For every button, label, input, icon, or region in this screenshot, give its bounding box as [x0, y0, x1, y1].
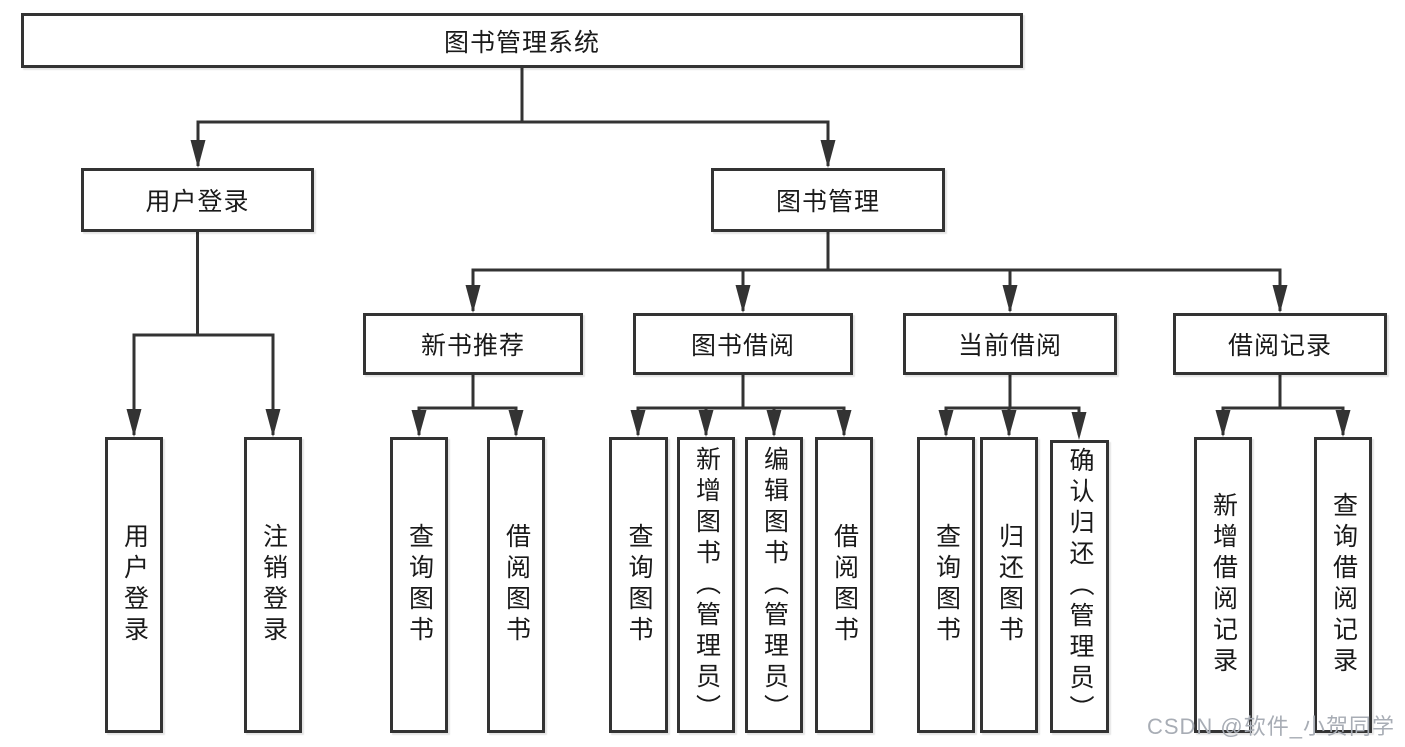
- arrow-down-icon: [1335, 410, 1351, 437]
- leaf-cb-return-books-label: 归还图书: [995, 523, 1024, 647]
- arrow-down-icon: [630, 410, 646, 437]
- node-borrowing-records: 借阅记录: [1173, 313, 1387, 375]
- connector-line: [471, 232, 1282, 311]
- node-borrowing-records-label: 借阅记录: [1227, 332, 1332, 360]
- arrow-down-icon: [411, 410, 427, 437]
- arrow-down-icon: [820, 140, 836, 168]
- node-user-login-label: 用户登录: [145, 188, 250, 216]
- leaf-bb-edit-books-admin: 编辑图书（管理员）: [745, 437, 803, 733]
- arrow-down-icon: [126, 409, 142, 437]
- leaf-bb-add-books-admin-label: 新增图书（管理员）: [692, 445, 721, 725]
- leaf-nb-borrow-books-label: 借阅图书: [502, 523, 531, 647]
- arrow-down-icon: [766, 410, 782, 437]
- arrow-down-icon: [735, 285, 751, 313]
- node-book-borrowing-label: 图书借阅: [690, 332, 795, 360]
- leaf-nb-borrow-books: 借阅图书: [487, 437, 545, 733]
- node-user-login: 用户登录: [81, 168, 314, 232]
- arrow-down-icon: [265, 409, 281, 437]
- arrow-down-icon: [1001, 410, 1017, 437]
- arrow-down-icon: [508, 410, 524, 437]
- leaf-nb-query-books: 查询图书: [390, 437, 448, 733]
- arrow-down-icon: [836, 410, 852, 437]
- leaf-cb-query-books-label: 查询图书: [932, 523, 961, 647]
- leaf-br-query-record: 查询借阅记录: [1314, 437, 1372, 733]
- leaf-logout-label: 注销登录: [259, 523, 288, 647]
- connector-line: [944, 375, 1081, 435]
- arrow-down-icon: [190, 140, 206, 168]
- leaf-cb-query-books: 查询图书: [917, 437, 975, 733]
- leaf-bb-borrow-books: 借阅图书: [815, 437, 873, 733]
- watermark: CSDN @软件_小贺同学: [1146, 714, 1395, 739]
- connector-line: [132, 232, 275, 435]
- leaf-cb-confirm-return-admin-label: 确认归还（管理员）: [1066, 447, 1094, 726]
- arrow-down-icon: [698, 410, 714, 437]
- arrow-down-icon: [1071, 412, 1087, 440]
- leaf-br-add-record: 新增借阅记录: [1194, 437, 1252, 733]
- node-book-borrowing: 图书借阅: [633, 313, 853, 375]
- connector-line: [196, 68, 830, 166]
- leaf-user-login: 用户登录: [105, 437, 163, 733]
- connector-line: [1221, 375, 1345, 435]
- node-new-book-recommend: 新书推荐: [363, 313, 583, 375]
- arrow-down-icon: [1272, 285, 1288, 313]
- leaf-cb-return-books: 归还图书: [980, 437, 1038, 733]
- arrow-down-icon: [465, 285, 481, 313]
- connector-line: [636, 375, 846, 435]
- leaf-user-login-label: 用户登录: [120, 523, 149, 647]
- node-current-borrowing-label: 当前借阅: [957, 332, 1062, 360]
- leaf-br-add-record-label: 新增借阅记录: [1209, 492, 1238, 678]
- arrow-down-icon: [1215, 410, 1231, 437]
- node-book-management: 图书管理: [711, 168, 945, 232]
- leaf-nb-query-books-label: 查询图书: [405, 523, 434, 647]
- leaf-cb-confirm-return-admin: 确认归还（管理员）: [1050, 440, 1109, 733]
- leaf-br-query-record-label: 查询借阅记录: [1329, 492, 1358, 678]
- arrow-down-icon: [1002, 285, 1018, 313]
- leaf-bb-edit-books-admin-label: 编辑图书（管理员）: [760, 445, 789, 725]
- node-root-label: 图书管理系统: [443, 28, 600, 57]
- leaf-bb-query-books-label: 查询图书: [625, 523, 653, 647]
- node-current-borrowing: 当前借阅: [903, 313, 1117, 375]
- leaf-bb-add-books-admin: 新增图书（管理员）: [677, 437, 735, 733]
- leaf-bb-borrow-books-label: 借阅图书: [830, 523, 859, 647]
- leaf-logout: 注销登录: [244, 437, 302, 733]
- node-root: 图书管理系统: [21, 13, 1023, 68]
- leaf-bb-query-books: 查询图书: [609, 437, 668, 733]
- node-book-management-label: 图书管理: [775, 188, 880, 216]
- node-new-book-recommend-label: 新书推荐: [420, 332, 525, 360]
- connector-line: [417, 375, 518, 435]
- arrow-down-icon: [938, 410, 954, 437]
